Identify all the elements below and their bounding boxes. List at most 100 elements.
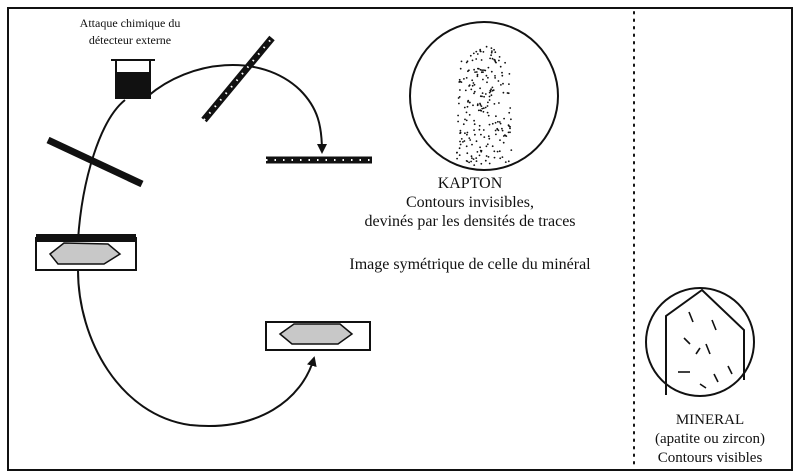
track-dot (481, 92, 484, 94)
track-dot (480, 71, 483, 74)
track-dot (464, 89, 467, 92)
track-dot (462, 123, 465, 126)
track-dot (476, 151, 479, 153)
track-dot (473, 92, 475, 95)
track-dot (502, 91, 505, 94)
track-dot (491, 89, 494, 92)
track-dot (499, 65, 502, 68)
track-dot (498, 59, 500, 62)
track-dot (473, 129, 475, 132)
track-dot (503, 117, 505, 120)
beaker-icon (111, 59, 155, 99)
track-dot (466, 60, 469, 63)
track-dot (498, 56, 501, 58)
track-dot (477, 67, 480, 70)
mineral-sample-icon (645, 287, 755, 397)
track-dot (497, 120, 499, 123)
track-dot (500, 84, 502, 86)
track-dot (484, 159, 487, 162)
track-dot (473, 83, 476, 86)
track-dot (479, 50, 482, 52)
mineral-contours-text: Contours visibles (658, 450, 763, 466)
track-dot (477, 109, 480, 112)
track-dot (494, 51, 497, 54)
track-dot (478, 154, 481, 157)
track-dot (482, 51, 485, 53)
track-dot (480, 149, 483, 152)
track-dot (504, 134, 507, 137)
track-dot (491, 86, 494, 89)
track-dot (488, 137, 491, 140)
track-dot (480, 59, 483, 61)
track-dot (468, 84, 471, 86)
track-dot (460, 60, 463, 63)
track-dot (466, 152, 469, 155)
track-dot (487, 76, 489, 79)
track-dot (509, 127, 511, 130)
track-dot (493, 156, 496, 159)
etching-label-line2: détecteur externe (89, 33, 171, 47)
track-dot (484, 106, 487, 109)
track-dot (467, 100, 469, 103)
track-dot (510, 118, 512, 121)
arc-to-detector (147, 64, 327, 154)
track-dot (507, 160, 510, 163)
track-dot (458, 78, 461, 81)
track-dot (471, 59, 474, 62)
track-dot (510, 149, 513, 152)
track-dot (484, 93, 487, 95)
track-dot (457, 114, 459, 117)
track-dot (472, 82, 475, 84)
track-dot (468, 101, 471, 104)
track-dot (459, 80, 462, 83)
track-dot (465, 119, 468, 122)
track-dot (479, 48, 482, 51)
track-dot (484, 69, 487, 72)
track-dot (470, 88, 473, 91)
track-dot (501, 129, 504, 132)
track-dot (494, 75, 496, 77)
track-dot (457, 97, 460, 99)
track-dot (499, 157, 502, 160)
track-dot (491, 50, 493, 52)
track-dot (486, 143, 489, 146)
track-dot (487, 114, 490, 117)
track-dot (476, 53, 479, 55)
mineral-tracks (678, 311, 733, 389)
track-dot (498, 121, 501, 123)
track-dot (469, 139, 472, 141)
track-dot (482, 78, 484, 81)
track-dot (486, 111, 489, 114)
track-dot (470, 155, 473, 158)
track-dot (502, 141, 505, 144)
track-dot (475, 157, 478, 160)
track-dot (482, 107, 485, 110)
track-dot (494, 129, 497, 132)
track-dot (459, 129, 462, 132)
track-dot (465, 145, 468, 148)
track-dot (472, 104, 474, 107)
track-dot (480, 133, 482, 136)
track-dot (464, 118, 466, 121)
sample-mirror-image (265, 321, 371, 351)
track-dot (487, 101, 489, 104)
track-dot (479, 146, 481, 149)
track-dot (459, 140, 461, 143)
track-dot (475, 140, 478, 143)
track-dot (458, 96, 461, 98)
diagram-frame (7, 7, 793, 471)
track-dot (481, 95, 483, 98)
track-dot (475, 50, 478, 53)
track-dot (479, 109, 482, 112)
mineral-type-text: (apatite ou zircon) (655, 431, 765, 447)
mineral-contour (665, 288, 745, 395)
detector-tilted-black (46, 136, 144, 188)
track-dot (464, 132, 466, 135)
track-dot (459, 89, 461, 91)
track-dot (458, 154, 461, 157)
track-dot (498, 102, 500, 104)
track-dot (463, 140, 466, 142)
track-dot (508, 73, 511, 75)
track-dot (483, 69, 485, 71)
